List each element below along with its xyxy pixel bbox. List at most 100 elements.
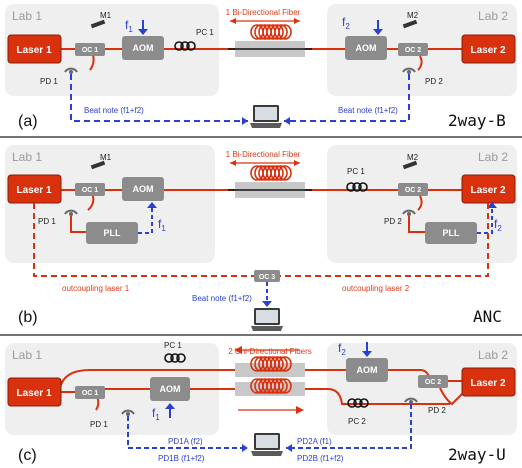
aom2-box bbox=[345, 36, 387, 60]
laptop-icon bbox=[250, 105, 282, 128]
oc1-box bbox=[75, 183, 105, 196]
aom2-label: AOM bbox=[357, 365, 378, 375]
lab2-label: Lab 2 bbox=[478, 150, 508, 164]
fiber-spool-icon bbox=[250, 165, 292, 181]
laptop-icon bbox=[251, 308, 283, 331]
oc1-label: OC 1 bbox=[82, 187, 98, 194]
mode-label: ANC bbox=[473, 307, 502, 326]
oc1-box bbox=[75, 386, 105, 399]
f2-label: f2 bbox=[494, 217, 502, 233]
oc2-label: OC 2 bbox=[425, 379, 441, 386]
pd2-label: PD 2 bbox=[384, 217, 402, 226]
oc2-label: OC 2 bbox=[405, 187, 421, 194]
oc3-box bbox=[254, 270, 280, 282]
oc1-box bbox=[75, 43, 105, 56]
mirror-m2 bbox=[402, 160, 418, 170]
panel-b: Lab 1 Lab 2 Laser 1 OC 1 M1 AOM PD 1 PLL… bbox=[5, 145, 517, 331]
oc1-label: OC 1 bbox=[82, 47, 98, 54]
beat-line-left bbox=[70, 74, 248, 122]
fiber-label: 1 Bi-Directional Fiber bbox=[226, 8, 301, 17]
m2-label: M2 bbox=[407, 153, 419, 162]
panel-label: (c) bbox=[18, 447, 37, 464]
f1-label: f1 bbox=[152, 406, 160, 422]
pd1a-label: PD1A (f2) bbox=[168, 437, 203, 446]
pc2-label: PC 2 bbox=[348, 417, 366, 426]
oc3-label: OC 3 bbox=[259, 274, 275, 281]
laser1-box bbox=[7, 377, 62, 407]
panel-label: (a) bbox=[18, 113, 38, 130]
pd1-label: PD 1 bbox=[90, 420, 108, 429]
pll2-label: PLL bbox=[443, 228, 461, 238]
f2-label: f2 bbox=[342, 15, 350, 31]
pd2a-label: PD2A (f1) bbox=[297, 437, 332, 446]
laser1-label: Laser 1 bbox=[16, 388, 51, 399]
lab2-label: Lab 2 bbox=[478, 348, 508, 362]
outcoupling-1-label: outcoupling laser 1 bbox=[62, 284, 130, 293]
oc2-box bbox=[398, 43, 428, 56]
laser1-box bbox=[7, 34, 62, 64]
mirror-m1 bbox=[90, 160, 106, 170]
lab2-label: Lab 2 bbox=[478, 9, 508, 23]
outcoupling-line-1 bbox=[33, 203, 254, 277]
laser2-label: Laser 2 bbox=[470, 185, 505, 196]
panel-a: Lab 1 Lab 2 Laser 1 OC 1 M1 AOM f1 PC 1 … bbox=[5, 4, 517, 130]
upper-fiber bbox=[59, 369, 346, 389]
fiber-label: 1 Bi-Directional Fiber bbox=[226, 150, 301, 159]
m1-label: M1 bbox=[100, 153, 112, 162]
oc2-box bbox=[418, 375, 448, 388]
m2-label: M2 bbox=[407, 11, 419, 20]
oc1-label: OC 1 bbox=[82, 390, 98, 397]
beat-right-label: Beat note (f1+f2) bbox=[338, 106, 398, 115]
pll2-box bbox=[425, 222, 477, 244]
outcoupling-line-2 bbox=[280, 203, 489, 277]
f2-label: f2 bbox=[338, 341, 346, 357]
aom2-label: AOM bbox=[356, 43, 377, 53]
lab1-label: Lab 1 bbox=[12, 9, 42, 23]
pc1-label: PC 1 bbox=[164, 341, 182, 350]
laser1-label: Laser 1 bbox=[16, 45, 51, 56]
outcoupling-2-label: outcoupling laser 2 bbox=[342, 284, 410, 293]
laser2-box bbox=[461, 34, 516, 64]
pd1b-label: PD1B (f1+f2) bbox=[158, 454, 205, 463]
pd2-label: PD 2 bbox=[425, 77, 443, 86]
pc1-label: PC 1 bbox=[347, 167, 365, 176]
aom1-box bbox=[150, 377, 190, 401]
lab1-label: Lab 1 bbox=[12, 150, 42, 164]
aom1-label: AOM bbox=[133, 43, 154, 53]
lower-fiber bbox=[190, 388, 450, 405]
aom2-box bbox=[346, 358, 388, 382]
pd2-label: PD 2 bbox=[428, 406, 446, 415]
pd1-label: PD 1 bbox=[38, 217, 56, 226]
pd1-label: PD 1 bbox=[40, 77, 58, 86]
f1-label: f1 bbox=[125, 18, 133, 34]
beat-line-right bbox=[284, 74, 410, 122]
laptop-icon bbox=[251, 433, 283, 456]
beat-label: Beat note (f1+f2) bbox=[192, 294, 252, 303]
oc2-label: OC 2 bbox=[405, 47, 421, 54]
laser1-label: Laser 1 bbox=[16, 185, 51, 196]
pll1-box bbox=[86, 222, 138, 244]
aom-box bbox=[122, 177, 164, 201]
panel-c: Lab 1 Lab 2 Laser 1 OC 1 PC 1 AOM f1 2 U… bbox=[5, 341, 517, 464]
laser2-label: Laser 2 bbox=[470, 378, 505, 389]
aom1-box bbox=[122, 36, 164, 60]
laser2-box bbox=[461, 367, 516, 397]
panel-label: (b) bbox=[18, 309, 38, 326]
f1-label: f1 bbox=[158, 217, 166, 233]
fiber-spool-icon bbox=[250, 24, 292, 40]
lab1-label: Lab 1 bbox=[12, 348, 42, 362]
aom-label: AOM bbox=[133, 184, 154, 194]
fiber-label: 2 Uni-Directional Fibers bbox=[228, 347, 312, 356]
mirror-m1 bbox=[90, 19, 106, 29]
aom1-label: AOM bbox=[160, 384, 181, 394]
laser2-label: Laser 2 bbox=[470, 45, 505, 56]
mirror-m2 bbox=[402, 19, 418, 29]
m1-label: M1 bbox=[100, 11, 112, 20]
oc2-box bbox=[398, 183, 428, 196]
mode-label: 2way-U bbox=[448, 445, 506, 464]
beat-left-label: Beat note (f1+f2) bbox=[84, 106, 144, 115]
mode-label: 2way-B bbox=[448, 111, 506, 130]
pll1-label: PLL bbox=[104, 228, 122, 238]
